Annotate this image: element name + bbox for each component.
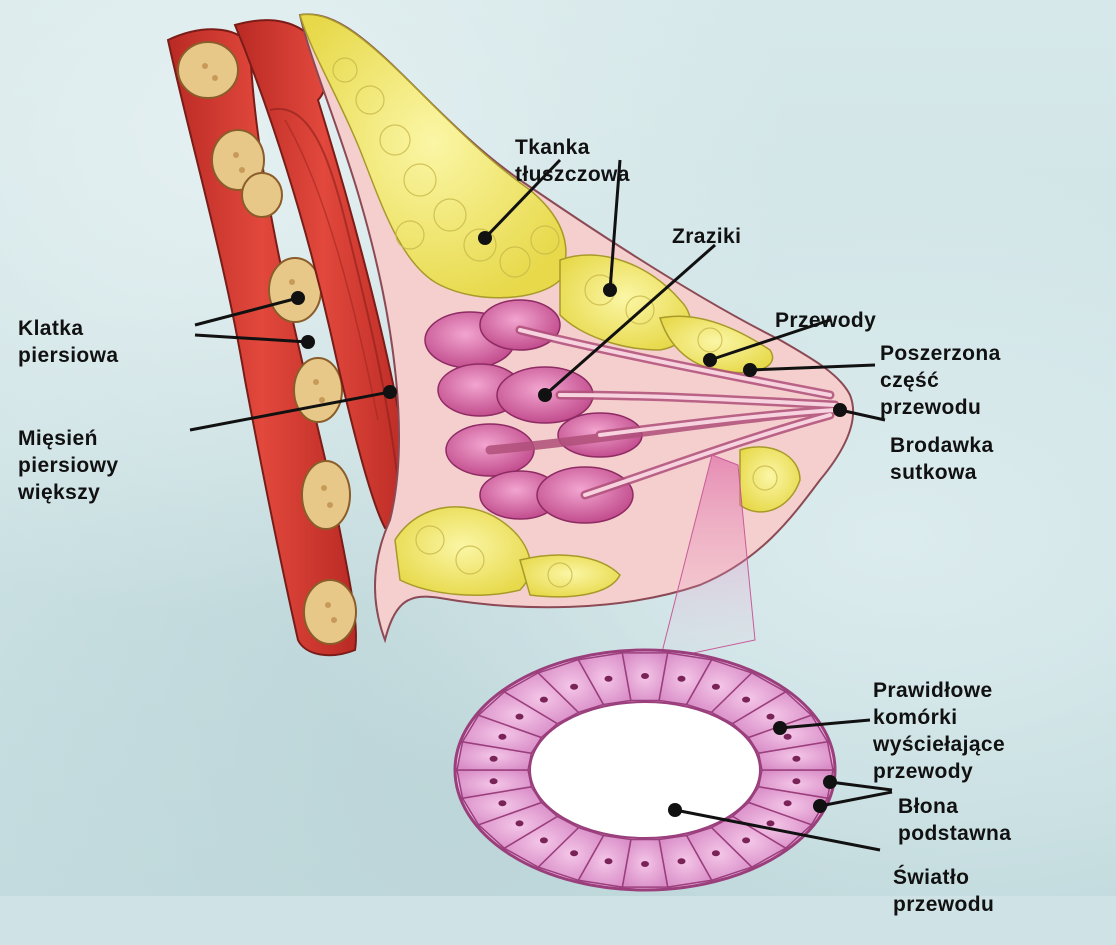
cell-nucleus — [515, 713, 524, 720]
cell-nucleus — [783, 800, 792, 807]
cell-nucleus — [711, 850, 720, 857]
cell-nucleus — [641, 673, 649, 679]
cell-nucleus — [792, 755, 801, 762]
cell-nucleus — [489, 755, 498, 762]
cell-nucleus — [570, 683, 579, 690]
cell-nucleus — [604, 858, 613, 865]
label-zraziki: Zraziki — [672, 225, 742, 248]
cell-nucleus — [677, 675, 686, 682]
cell-nucleus — [792, 778, 801, 785]
cell-nucleus — [742, 837, 751, 844]
cell-nucleus — [783, 733, 792, 740]
cell-nucleus — [489, 778, 498, 785]
cell-nucleus — [570, 850, 579, 857]
label-przewody: Przewody — [775, 309, 877, 332]
breast-anatomy-illustration — [166, 13, 893, 892]
cell-nucleus — [766, 713, 775, 720]
cell-nucleus — [711, 683, 720, 690]
fat-tissue — [299, 13, 801, 598]
leader-dots — [291, 231, 847, 817]
cell-nucleus — [539, 837, 548, 844]
leader-lines — [189, 158, 893, 852]
cell-nucleus — [742, 696, 751, 703]
chest-wall — [166, 28, 357, 657]
cell-nucleus — [641, 861, 649, 867]
duct-cross-section — [453, 648, 837, 892]
cell-nucleus — [766, 820, 775, 827]
duct-cells — [456, 652, 834, 888]
zoom-cone — [659, 454, 756, 661]
cell-nucleus — [604, 675, 613, 682]
cell-nucleus — [498, 800, 507, 807]
cell-nucleus — [539, 696, 548, 703]
cell-nucleus — [677, 858, 686, 865]
cell-nucleus — [498, 733, 507, 740]
cell-nucleus — [515, 820, 524, 827]
lobules — [424, 299, 643, 524]
